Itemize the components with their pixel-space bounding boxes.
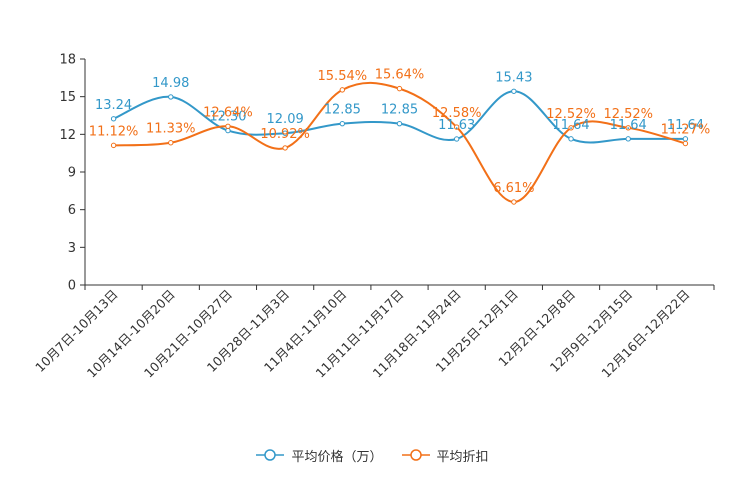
legend-marker-avg-discount-icon bbox=[401, 449, 430, 461]
y-tick-label-1: 3 bbox=[68, 241, 76, 256]
y-tick-label-6: 18 bbox=[59, 53, 76, 68]
series-1-label-7: 6.61% bbox=[493, 181, 534, 196]
series-1-label-10: 11.27% bbox=[661, 122, 711, 137]
series-1-label-9: 12.52% bbox=[603, 107, 653, 122]
y-tick-label-5: 15 bbox=[59, 90, 76, 105]
series-line-0 bbox=[113, 90, 686, 144]
series-0-point-4 bbox=[339, 120, 346, 127]
y-tick-label-2: 6 bbox=[68, 203, 76, 218]
series-0-point-2 bbox=[225, 127, 231, 134]
series-1-label-2: 12.64% bbox=[203, 105, 253, 120]
series-0-point-3 bbox=[282, 130, 288, 136]
series-1-point-5 bbox=[396, 85, 403, 92]
axes: 036912151810月7日-10月13日10月14日-10月20日10月21… bbox=[32, 53, 715, 381]
series-0-label-3: 12.09 bbox=[267, 112, 304, 127]
series-0-label-2: 12.30 bbox=[209, 110, 246, 125]
series-1-point-8 bbox=[568, 125, 574, 131]
series-1-point-0 bbox=[110, 142, 117, 149]
y-tick-label-3: 9 bbox=[68, 166, 76, 181]
series-1-point-2 bbox=[225, 123, 231, 129]
series-0-label-9: 11.64 bbox=[610, 118, 647, 133]
legend: 平均价格（万） 平均折扣 bbox=[0, 444, 744, 466]
series-1-label-1: 11.33% bbox=[146, 122, 196, 137]
series-1-label-3: 10.92% bbox=[260, 127, 310, 142]
series-1-label-5: 15.64% bbox=[375, 68, 425, 83]
series-0-label-0: 13.24 bbox=[95, 98, 132, 113]
series-0-label-1: 14.98 bbox=[152, 76, 189, 91]
series-1-point-3 bbox=[282, 145, 288, 151]
series-1-label-4: 15.54% bbox=[318, 69, 368, 84]
series-0-point-0 bbox=[110, 116, 117, 122]
y-tick-label-4: 12 bbox=[59, 128, 76, 143]
series-layer bbox=[110, 81, 689, 205]
series-0-label-8: 11.64 bbox=[552, 118, 589, 133]
series-1-point-9 bbox=[625, 125, 631, 131]
series-1-point-4 bbox=[339, 87, 346, 93]
series-1-label-8: 12.52% bbox=[546, 107, 596, 122]
legend-marker-avg-price-icon bbox=[256, 449, 285, 461]
series-0-label-10: 11.64 bbox=[667, 118, 704, 133]
legend-label-avg-discount: 平均折扣 bbox=[436, 449, 489, 465]
series-0-point-5 bbox=[396, 120, 403, 127]
series-1-label-0: 11.12% bbox=[89, 124, 139, 139]
series-line-1 bbox=[113, 81, 686, 204]
series-1-label-6: 12.58% bbox=[432, 106, 482, 121]
series-0-point-8 bbox=[568, 136, 574, 142]
series-1-point-10 bbox=[682, 140, 689, 147]
series-0-point-1 bbox=[168, 94, 174, 100]
legend-item-avg-price[interactable]: 平均价格（万） bbox=[255, 446, 383, 465]
series-1-point-6 bbox=[453, 124, 460, 130]
series-0-label-4: 12.85 bbox=[324, 103, 361, 118]
legend-item-avg-discount[interactable]: 平均折扣 bbox=[401, 446, 489, 465]
series-1-point-7 bbox=[511, 199, 517, 205]
y-tick-label-0: 0 bbox=[68, 279, 76, 294]
series-0-point-7 bbox=[511, 88, 517, 94]
series-0-label-6: 11.63 bbox=[438, 118, 475, 133]
series-1-point-1 bbox=[168, 140, 174, 146]
data-labels: 13.24 14.98 12.30 12.09 12.85 12.85 11.63 15.43… bbox=[89, 68, 710, 196]
series-0-label-5: 12.85 bbox=[381, 103, 418, 118]
series-0-point-6 bbox=[453, 136, 460, 142]
legend-label-avg-price: 平均价格（万） bbox=[291, 449, 383, 465]
series-0-point-9 bbox=[625, 136, 631, 142]
series-0-label-7: 15.43 bbox=[495, 70, 532, 85]
